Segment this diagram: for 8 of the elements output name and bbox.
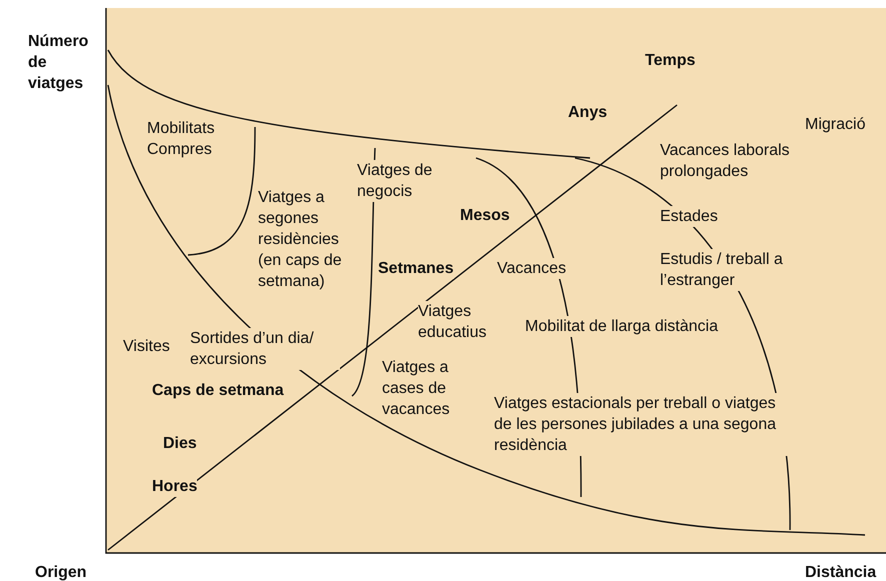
axis-label: Origen bbox=[35, 562, 87, 581]
region-label: Sortides d’un dia/ excursions bbox=[190, 328, 340, 370]
time-label: Caps de setmana bbox=[152, 380, 284, 401]
region-label: Mobilitats Compres bbox=[147, 118, 237, 160]
region-label: Vacances bbox=[497, 258, 566, 279]
region-label: Mobilitat de llarga distància bbox=[525, 316, 718, 337]
region-label: Estades bbox=[660, 206, 718, 227]
region-label: Migració bbox=[805, 114, 866, 135]
